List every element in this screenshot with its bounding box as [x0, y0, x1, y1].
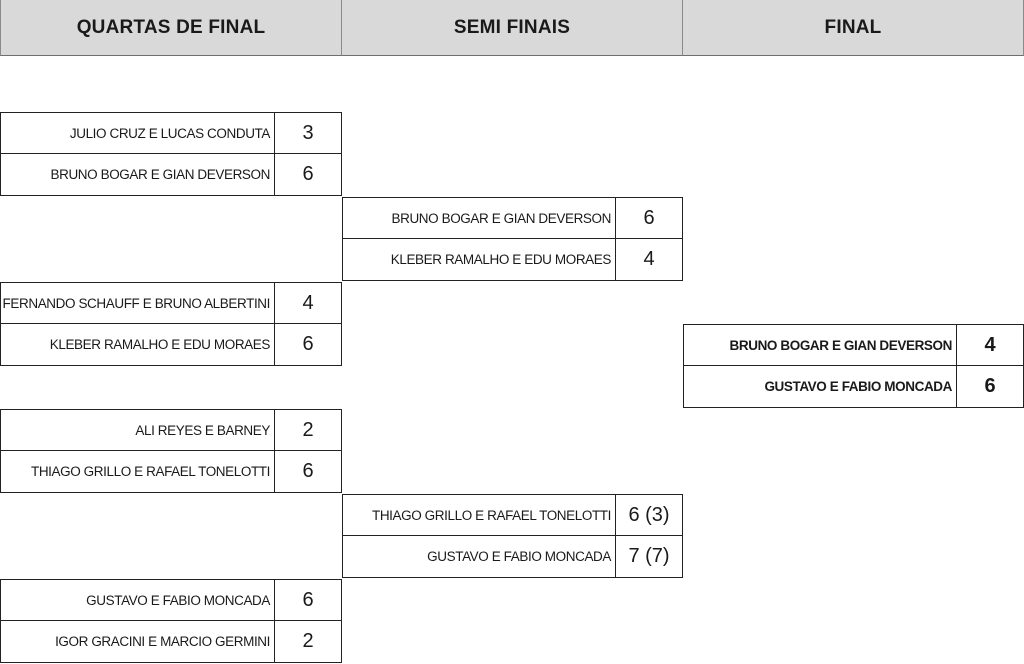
team-score: 6 [956, 366, 1024, 408]
qf-match2-team1: FERNANDO SCHAUFF E BRUNO ALBERTINI 4 [0, 282, 342, 324]
qf-match3-team2: THIAGO GRILLO E RAFAEL TONELOTTI 6 [0, 451, 342, 493]
team-score: 6 [274, 324, 342, 366]
sf-match2-team1: THIAGO GRILLO E RAFAEL TONELOTTI 6 (3) [342, 494, 683, 536]
team-score: 6 [274, 154, 342, 196]
team-score: 6 [274, 579, 342, 621]
team-score: 4 [274, 282, 342, 324]
team-score: 6 (3) [615, 494, 683, 536]
team-name: THIAGO GRILLO E RAFAEL TONELOTTI [342, 494, 615, 536]
team-name: JULIO CRUZ E LUCAS CONDUTA [0, 112, 274, 154]
qf-match2-team2: KLEBER RAMALHO E EDU MORAES 6 [0, 324, 342, 366]
qf-match3-team1: ALI REYES E BARNEY 2 [0, 409, 342, 451]
team-score: 4 [956, 324, 1024, 366]
final-team2: GUSTAVO E FABIO MONCADA 6 [683, 366, 1024, 408]
header-quarterfinals: QUARTAS DE FINAL [0, 0, 342, 56]
team-score: 4 [615, 239, 683, 281]
team-name: THIAGO GRILLO E RAFAEL TONELOTTI [0, 451, 274, 493]
qf-match1-team2: BRUNO BOGAR E GIAN DEVERSON 6 [0, 154, 342, 196]
team-name: GUSTAVO E FABIO MONCADA [683, 366, 956, 408]
team-name: BRUNO BOGAR E GIAN DEVERSON [0, 154, 274, 196]
team-name: BRUNO BOGAR E GIAN DEVERSON [342, 197, 615, 239]
header-semifinals: SEMI FINAIS [342, 0, 683, 56]
team-name: FERNANDO SCHAUFF E BRUNO ALBERTINI [0, 282, 274, 324]
team-name: BRUNO BOGAR E GIAN DEVERSON [683, 324, 956, 366]
team-score: 2 [274, 621, 342, 663]
qf-match4-team2: IGOR GRACINI E MARCIO GERMINI 2 [0, 621, 342, 663]
team-name: GUSTAVO E FABIO MONCADA [342, 536, 615, 578]
team-name: IGOR GRACINI E MARCIO GERMINI [0, 621, 274, 663]
team-name: GUSTAVO E FABIO MONCADA [0, 579, 274, 621]
team-name: KLEBER RAMALHO E EDU MORAES [0, 324, 274, 366]
team-score: 2 [274, 409, 342, 451]
team-score: 7 (7) [615, 536, 683, 578]
team-score: 6 [615, 197, 683, 239]
team-name: KLEBER RAMALHO E EDU MORAES [342, 239, 615, 281]
sf-match2-team2: GUSTAVO E FABIO MONCADA 7 (7) [342, 536, 683, 578]
qf-match1-team1: JULIO CRUZ E LUCAS CONDUTA 3 [0, 112, 342, 154]
team-name: ALI REYES E BARNEY [0, 409, 274, 451]
final-team1: BRUNO BOGAR E GIAN DEVERSON 4 [683, 324, 1024, 366]
sf-match1-team2: KLEBER RAMALHO E EDU MORAES 4 [342, 239, 683, 281]
qf-match4-team1: GUSTAVO E FABIO MONCADA 6 [0, 579, 342, 621]
team-score: 3 [274, 112, 342, 154]
team-score: 6 [274, 451, 342, 493]
sf-match1-team1: BRUNO BOGAR E GIAN DEVERSON 6 [342, 197, 683, 239]
header-final: FINAL [683, 0, 1024, 56]
